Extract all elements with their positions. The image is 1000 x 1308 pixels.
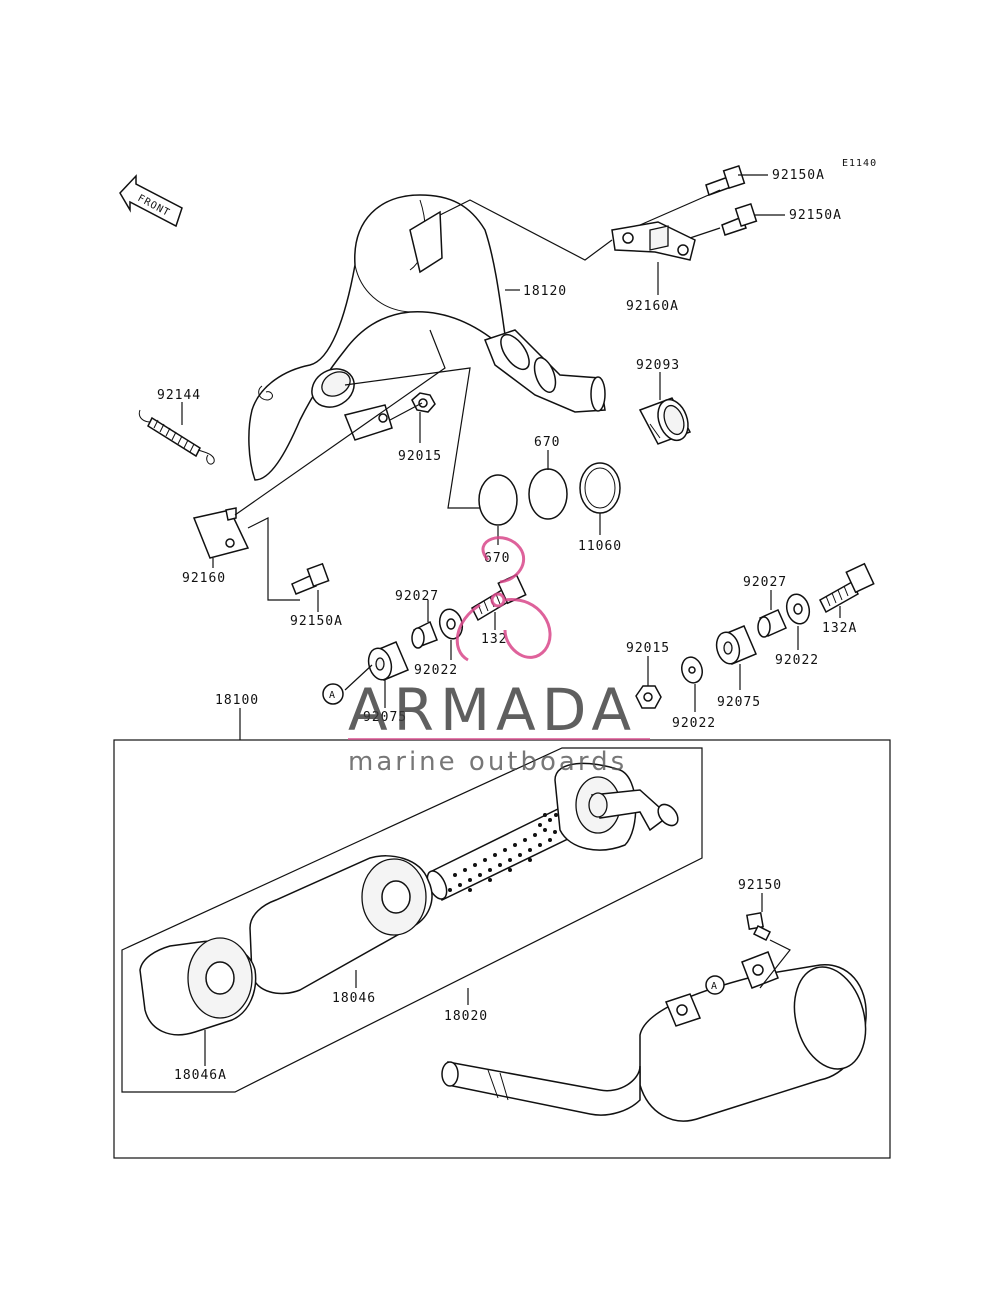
label-18100: 18100 [215, 693, 259, 708]
expansion-chamber [248, 194, 606, 481]
o-ring-670-lower [478, 474, 518, 526]
spring-92144 [138, 409, 215, 465]
nut-92015-right [635, 685, 662, 709]
packing-18046 [249, 855, 433, 995]
svg-text:A: A [329, 690, 336, 701]
ref-a-lower: A [705, 975, 725, 995]
grommet-92075-left [367, 641, 409, 681]
bolt-132a [819, 562, 875, 614]
label-92015-left: 92015 [398, 449, 442, 464]
label-670-bottom: 670 [484, 551, 510, 566]
label-92027-left: 92027 [395, 589, 439, 604]
o-ring-670-upper [528, 468, 568, 520]
label-92150a-low: 92150A [290, 614, 343, 629]
end-cap-elbow [554, 762, 679, 851]
muffler-internals-outline [121, 747, 703, 1093]
washer-92022-right [785, 593, 811, 625]
label-132a: 132A [822, 621, 857, 636]
label-92022-left: 92022 [414, 663, 458, 678]
label-11060: 11060 [578, 539, 622, 554]
bolt-92150a-low [291, 562, 330, 595]
label-18046a: 18046A [174, 1068, 227, 1083]
label-92144: 92144 [157, 388, 201, 403]
watermark-title: ARMADA [348, 676, 637, 744]
washer-92022-left [438, 608, 464, 640]
ref-a-upper: A [322, 683, 344, 705]
label-92093: 92093 [636, 358, 680, 373]
gasket-11060 [579, 462, 621, 514]
label-92150a-mid: 92150A [789, 208, 842, 223]
label-92015-right: 92015 [626, 641, 670, 656]
leader-lines-lower [204, 893, 791, 1066]
part-labels: 92150A 92150A 18120 92160A 92093 92144 9… [157, 168, 857, 1083]
label-18046: 18046 [332, 991, 376, 1006]
label-92022-right: 92022 [775, 653, 819, 668]
label-92075-left: 92075 [363, 710, 407, 725]
bolt-132 [471, 573, 527, 622]
collar-92027-right [757, 609, 787, 638]
grommet-92075-right [715, 625, 757, 665]
label-670-top: 670 [534, 435, 560, 450]
nut-92015-left [411, 392, 436, 413]
bolt-92150a-mid [721, 203, 758, 236]
label-92150a-top: 92150A [772, 168, 825, 183]
bolt-92150a-top [705, 165, 746, 196]
label-92075-right: 92075 [717, 695, 761, 710]
watermark-subtitle: marine outboards [348, 747, 627, 777]
sleeve-92093 [638, 397, 692, 445]
bracket-92160 [192, 507, 250, 559]
label-92027-right: 92027 [743, 575, 787, 590]
perforated-pipe [426, 806, 576, 902]
diagram-code: E1140 [842, 158, 877, 169]
leader-lines-upper [181, 174, 841, 712]
label-18120: 18120 [523, 284, 567, 299]
watermark: ARMADA marine outboards [348, 536, 650, 777]
front-arrow-icon: FRONT [119, 174, 183, 228]
washer-92022-mid [681, 656, 703, 684]
watermark-underline [348, 738, 650, 740]
label-132: 132 [481, 632, 507, 647]
packing-18046a [139, 937, 257, 1036]
collar-92027-left [411, 620, 438, 649]
propeller-logo-icon [455, 536, 552, 662]
label-92160a: 92160A [626, 299, 679, 314]
bolt-92150 [746, 912, 772, 942]
label-92022-mid: 92022 [672, 716, 716, 731]
svg-text:A: A [711, 981, 718, 992]
label-92160: 92160 [182, 571, 226, 586]
bracket-92160a [611, 221, 696, 261]
label-18020: 18020 [444, 1009, 488, 1024]
muffler-body [441, 951, 867, 1122]
label-92150: 92150 [738, 878, 782, 893]
